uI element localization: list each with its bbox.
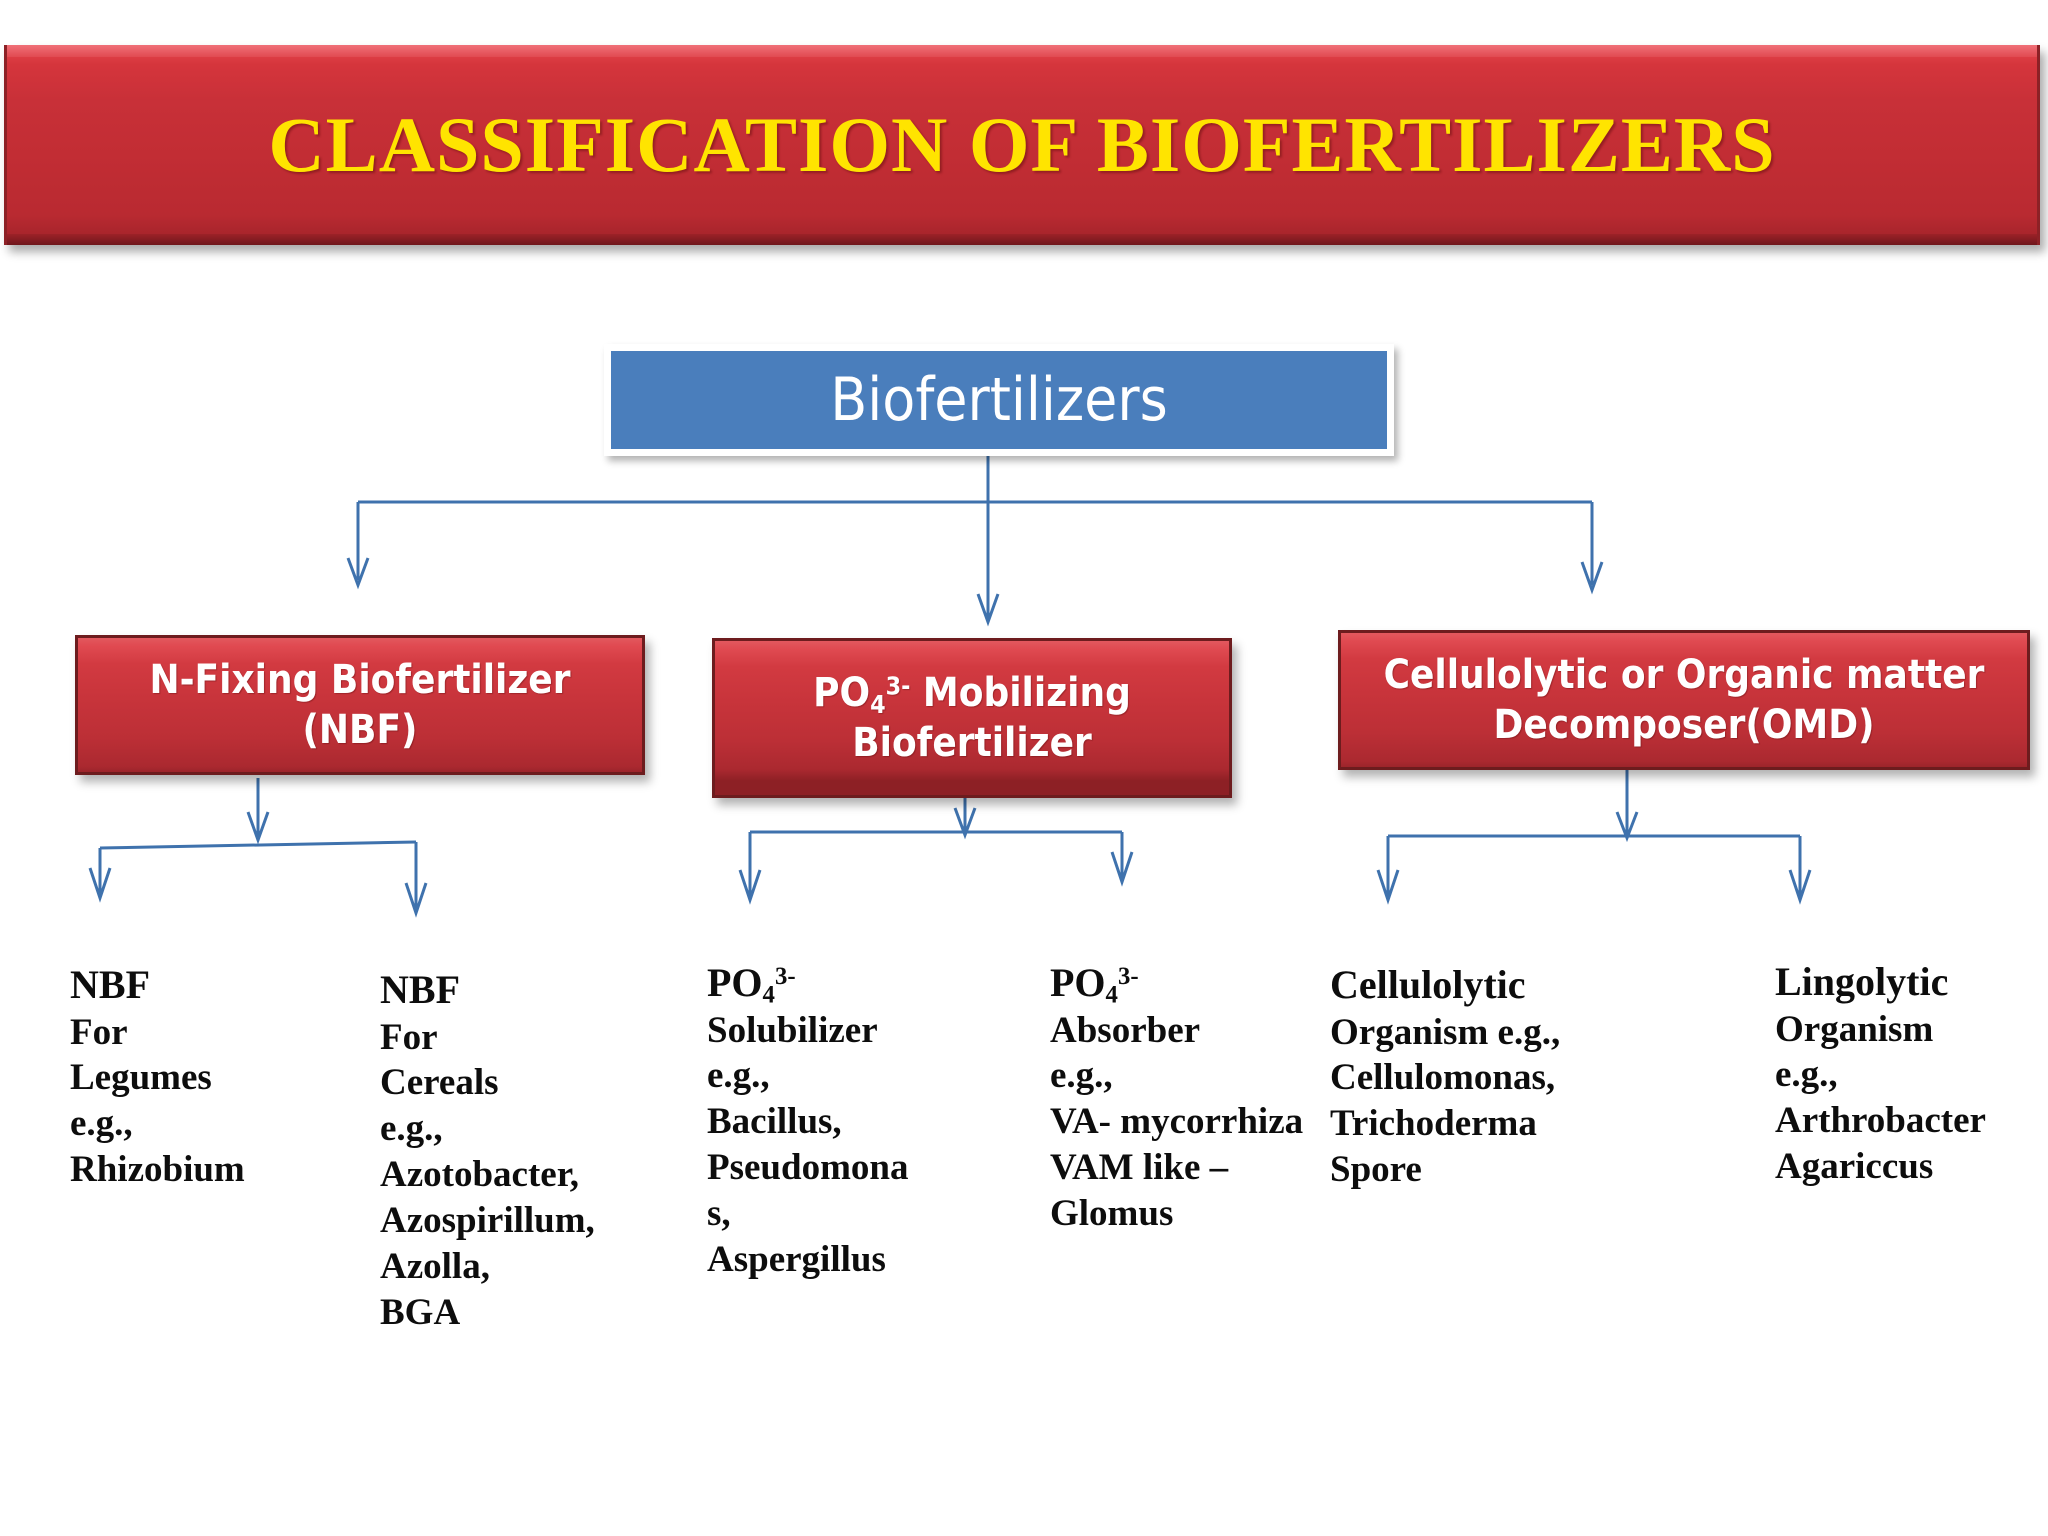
leaf-line: Cellulomonas, [1330,1057,1556,1099]
category-node-label: Cellulolytic or Organic matter Decompose… [1376,650,1993,750]
leaf-heading-text: PO [1050,960,1106,1005]
leaf-line: BGA [380,1291,461,1333]
category-line-2: Biofertilizer [852,720,1092,766]
leaf-line: Azolla, [380,1245,490,1287]
leaf-heading-text: Cellulolytic [1330,962,1526,1007]
leaf-line: VA- mycorrhiza [1050,1101,1304,1143]
leaf-line: Legumes [70,1057,212,1099]
leaf-heading: Lingolytic [1775,957,1986,1007]
leaf-line: Solubilizer [707,1009,878,1051]
category-formula-prefix: PO [813,670,871,716]
connector-arrowhead-g1-right [404,882,428,918]
category-node-n-fixing-biofertilizer[interactable]: N-Fixing Biofertilizer (NBF) [75,635,645,775]
leaf-heading-superscript: 3- [774,963,796,991]
category-line-2: Decomposer(OMD) [1493,702,1875,748]
leaf-line: Agariccus [1775,1146,1934,1188]
leaf-line: s, [707,1193,731,1235]
category-node-po4-mobilizing-biofertilizer[interactable]: PO43- Mobilizing Biofertilizer [712,638,1232,798]
page-title: CLASSIFICATION OF BIOFERTILIZERS [268,101,1776,188]
leaf-line: Aspergillus [707,1238,886,1280]
root-node-label: Biofertilizers [830,365,1168,435]
leaf-heading-text: NBF [380,967,460,1012]
leaf-heading: NBF [380,965,595,1015]
leaf-line: e.g., [1050,1055,1113,1097]
category-node-label: PO43- Mobilizing Biofertilizer [805,668,1139,768]
leaf-line: Azotobacter, [380,1154,579,1196]
connector-arrowhead-g1-left [88,867,112,903]
leaf-line: e.g., [380,1108,443,1150]
leaf-line: For [70,1011,128,1053]
leaf-heading-text: NBF [70,962,150,1007]
leaf-line: e.g., [70,1103,133,1145]
leaf-line: Rhizobium [70,1149,245,1191]
leaf-heading: PO43- [1050,958,1303,1008]
category-node-cellulolytic-organic-matter-decomposer[interactable]: Cellulolytic or Organic matter Decompose… [1338,630,2030,770]
leaf-heading-text: Lingolytic [1775,959,1949,1004]
leaf-line: Glomus [1050,1193,1174,1235]
leaf-heading: PO43- [707,958,908,1008]
connector-arrowhead-g2-right [1110,851,1134,887]
category-formula-subscript: 4 [870,689,886,719]
leaf-po4-solubilizer: PO43- Solubilizer e.g., Bacillus, Pseudo… [707,958,908,1283]
root-node-biofertilizers[interactable]: Biofertilizers [604,344,1394,456]
leaf-line: e.g., [707,1055,770,1097]
leaf-line: Cereals [380,1062,499,1104]
leaf-line: Azospirillum, [380,1200,595,1242]
connector-g1-bus [99,840,417,850]
leaf-heading-subscript: 4 [762,981,775,1009]
leaf-line: VAM like – [1050,1147,1229,1189]
leaf-heading-superscript: 3- [1117,963,1139,991]
leaf-line: Spore [1330,1149,1422,1191]
leaf-nbf-for-cereals: NBF For Cereals e.g., Azotobacter, Azosp… [380,965,595,1336]
leaf-heading-subscript: 4 [1105,981,1118,1009]
connector-arrowhead-level1-left [346,557,370,590]
leaf-line: Bacillus, [707,1101,842,1143]
leaf-heading-text: PO [707,960,763,1005]
title-banner: CLASSIFICATION OF BIOFERTILIZERS [4,45,2040,245]
leaf-cellulolytic-organism: Cellulolytic Organism e.g., Cellulomonas… [1330,960,1560,1193]
category-line-1-suffix: Mobilizing [910,670,1131,716]
leaf-po4-absorber: PO43- Absorber e.g., VA- mycorrhiza VAM … [1050,958,1303,1237]
category-line-1: Cellulolytic or Organic matter [1383,652,1985,698]
connector-arrowhead-level1-right [1580,561,1604,595]
leaf-nbf-for-legumes: NBF For Legumes e.g., Rhizobium [70,960,245,1193]
connector-arrowhead-g3-left [1376,869,1400,905]
connector-arrowhead-g3-right [1788,869,1812,905]
category-line-2: (NBF) [302,707,418,753]
connector-arrowhead-level1-center [976,593,1000,627]
leaf-line: For [380,1016,438,1058]
connector-arrowhead-g1-stem [246,811,270,845]
leaf-heading: Cellulolytic [1330,960,1560,1010]
leaf-line: Pseudomona [707,1147,909,1189]
leaf-lingolytic-organism: Lingolytic Organism e.g., Arthrobacter A… [1775,957,1986,1190]
leaf-heading: NBF [70,960,245,1010]
leaf-line: Organism [1775,1008,1934,1050]
category-line-1: N-Fixing Biofertilizer [149,657,571,703]
leaf-line: Arthrobacter [1775,1100,1986,1142]
leaf-line: Absorber [1050,1009,1201,1051]
category-formula-superscript: 3- [885,671,911,701]
connector-arrowhead-g2-stem [953,807,977,840]
category-node-label: N-Fixing Biofertilizer (NBF) [142,655,579,755]
leaf-line: Trichoderma [1330,1103,1537,1145]
leaf-line: e.g., [1775,1054,1838,1096]
connector-arrowhead-g3-stem [1615,811,1639,843]
connector-arrowhead-g2-left [738,869,762,905]
leaf-line: Organism e.g., [1330,1011,1561,1053]
